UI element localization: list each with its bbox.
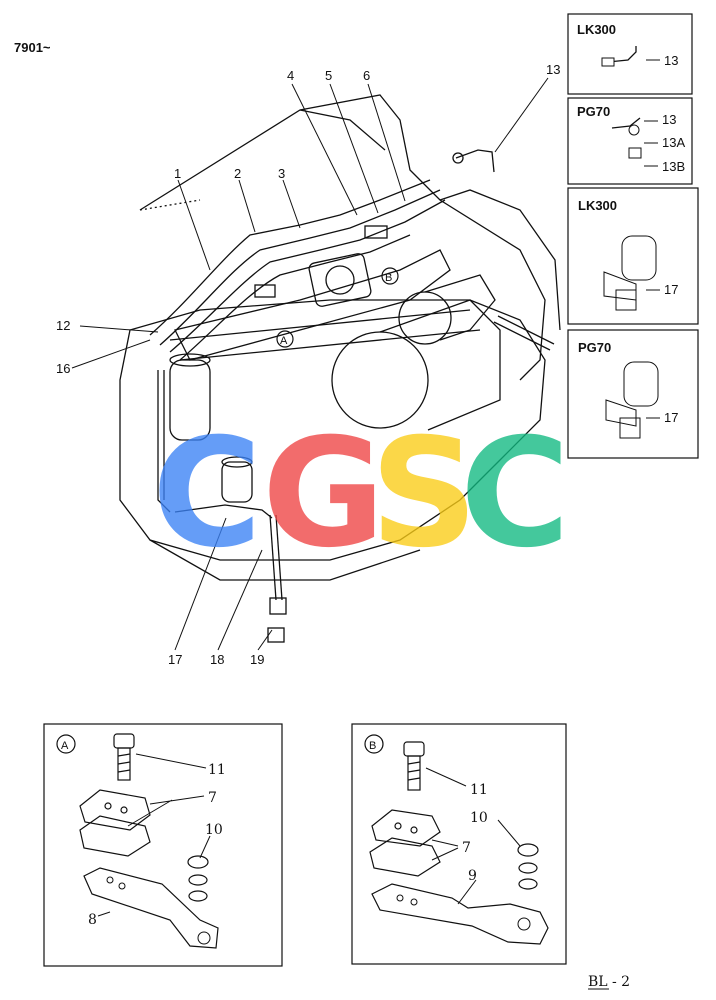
injection-pipe-4 [179, 234, 411, 361]
callout-17: 17 [168, 652, 182, 667]
injection-pipe-2 [159, 189, 441, 346]
watermark-letter-c2: C [460, 407, 570, 581]
part-label: 17 [664, 282, 678, 297]
pipe-icon [611, 117, 641, 129]
part-label-7: 7 [462, 840, 471, 856]
fitting-18 [269, 597, 287, 615]
part-label-7: 7 [208, 790, 217, 806]
pipe-clamp-a [254, 284, 276, 298]
marker-b: B [381, 267, 399, 285]
part-label-8: 8 [88, 912, 97, 928]
part-label-13: 13 [662, 112, 676, 127]
svg-text:B: B [385, 272, 392, 284]
callout-3: 3 [278, 166, 285, 181]
part-label-13b: 13B [662, 159, 685, 174]
detail-marker: A [61, 740, 69, 752]
marker-a: A [276, 330, 294, 348]
part-label: 17 [664, 410, 678, 425]
engine-illustration [119, 94, 561, 643]
detail-marker: B [369, 740, 376, 752]
injection-pipe-1 [149, 179, 431, 336]
filter-bowl-icon [623, 361, 659, 407]
clamp-icon [369, 809, 441, 877]
clamp-icon [79, 789, 151, 857]
callout-4: 4 [287, 68, 294, 83]
bolt-icon [113, 733, 135, 781]
part-label-10: 10 [470, 810, 488, 826]
page-prefix: BL [588, 974, 608, 990]
fuel-filter-bottom [221, 461, 253, 503]
watermark-letter-g: G [262, 407, 385, 581]
nut-washer-icon [517, 843, 539, 890]
callout-6: 6 [363, 68, 370, 83]
bracket-icon [371, 883, 549, 945]
callout-5: 5 [325, 68, 332, 83]
watermark-letter-c1: C [152, 407, 262, 581]
serial-number: 7901~ [14, 40, 51, 55]
part-label-10: 10 [205, 822, 223, 838]
part-label-9: 9 [468, 868, 477, 884]
callout-leaders [71, 77, 549, 651]
part-label-13a: 13A [662, 135, 685, 150]
callout-13: 13 [546, 62, 560, 77]
watermark-letter-s: S [370, 407, 478, 581]
detail-a: A 11 7 10 8 [43, 723, 283, 967]
pipe-clamp-b [364, 225, 388, 239]
inset-title: PG70 [577, 104, 610, 119]
inset-pg70-pipe: PG70 13 13A 13B [567, 97, 693, 185]
inset-lk300-filter: LK300 17 [567, 187, 699, 325]
pipe-13 [455, 149, 495, 173]
engine-block-outline [119, 299, 546, 561]
inset-title: PG70 [578, 340, 611, 355]
callout-1: 1 [174, 166, 181, 181]
fuel-filter-left [169, 359, 211, 441]
fitting-19 [267, 627, 285, 643]
part-label: 13 [664, 53, 678, 68]
callout-16: 16 [56, 361, 70, 376]
bracket-icon [83, 867, 219, 949]
inset-title: LK300 [578, 198, 617, 213]
inset-pg70-filter: PG70 17 [567, 329, 699, 459]
callout-19: 19 [250, 652, 264, 667]
fuel-line-left [157, 370, 171, 513]
svg-text:A: A [280, 335, 288, 347]
page-suffix: - 2 [612, 974, 630, 990]
part-label-11: 11 [470, 782, 488, 798]
exhaust-flange [308, 253, 372, 307]
engine-head-outline [139, 94, 546, 381]
fuel-line-down [269, 514, 277, 601]
filter-bowl-icon [621, 235, 657, 281]
detail-b: B 11 10 7 9 [351, 723, 567, 965]
bolt-icon [403, 741, 425, 791]
pipe-icon [607, 46, 637, 63]
part-label-11: 11 [208, 762, 226, 778]
nut-washer-icon [187, 855, 209, 902]
intake-manifold [174, 249, 451, 361]
callout-18: 18 [210, 652, 224, 667]
inset-title: LK300 [577, 22, 616, 37]
callout-12: 12 [56, 318, 70, 333]
injection-pipe-3 [169, 199, 446, 353]
page-number: BL - 2 [588, 974, 630, 990]
watermark: C G S C [152, 407, 570, 581]
inset-lk300-pipe: LK300 13 [567, 13, 693, 95]
callout-2: 2 [234, 166, 241, 181]
